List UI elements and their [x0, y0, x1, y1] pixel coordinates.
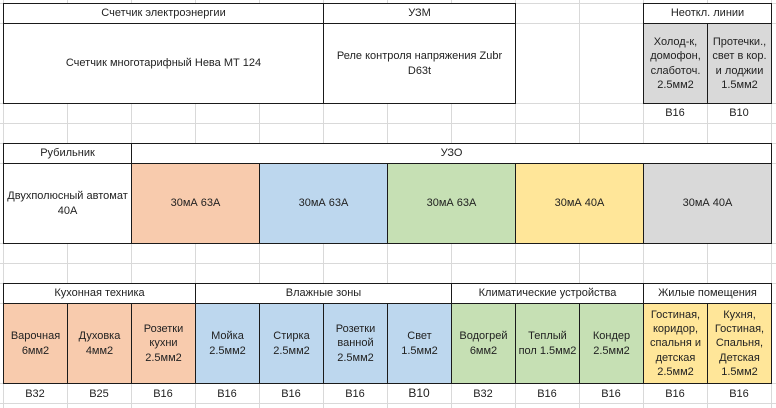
breaker-living-sockets[interactable]: B16: [665, 387, 685, 400]
breaker-washer[interactable]: B16: [281, 387, 301, 400]
breaker-water-heater[interactable]: B32: [473, 387, 493, 400]
breaker-bathroom-sockets[interactable]: B16: [345, 387, 365, 400]
switch-header[interactable]: Рубильник: [3, 143, 132, 164]
breaker-dishwasher[interactable]: B16: [217, 387, 237, 400]
circuit-air-conditioner[interactable]: Кондер 2.5мм2: [579, 303, 644, 384]
circuit-living-light[interactable]: Кухня, Гостиная, Спальня, Детская 1.5мм2: [707, 303, 772, 384]
rcd-header[interactable]: УЗО: [131, 143, 772, 164]
unswitched-breaker-1[interactable]: B16: [665, 106, 685, 119]
group-header-living[interactable]: Жилые помещения: [643, 283, 772, 304]
rcd-living[interactable]: 30мА 40А: [515, 163, 644, 244]
meter-value[interactable]: Счетчик многотарифный Нева МТ 124: [3, 23, 324, 104]
unswitched-breaker-2[interactable]: B10: [729, 106, 749, 119]
circuit-water-heater[interactable]: Водогрей 6мм2: [451, 303, 516, 384]
circuit-bathroom-light[interactable]: Свет 1.5мм2: [387, 303, 452, 384]
breaker-kitchen-sockets[interactable]: B16: [153, 387, 173, 400]
rcd-unswitched[interactable]: 30мА 40А: [643, 163, 772, 244]
group-header-kitchen[interactable]: Кухонная техника: [3, 283, 196, 304]
breaker-floor-heating[interactable]: B16: [537, 387, 557, 400]
breaker-living-light[interactable]: B16: [729, 387, 749, 400]
breaker-oven[interactable]: B25: [89, 387, 109, 400]
circuit-living-sockets[interactable]: Гостиная, коридор, спальня и детская 2.5…: [643, 303, 708, 384]
circuit-dishwasher[interactable]: Мойка 2.5мм2: [195, 303, 260, 384]
circuit-cooktop[interactable]: Варочная 6мм2: [3, 303, 68, 384]
rcd-wet-zones[interactable]: 30мА 63А: [259, 163, 388, 244]
group-header-climate[interactable]: Климатические устройства: [451, 283, 644, 304]
circuit-floor-heating[interactable]: Теплый пол 1.5мм2: [515, 303, 580, 384]
circuit-bathroom-sockets[interactable]: Розетки ванной 2.5мм2: [323, 303, 388, 384]
breaker-cooktop[interactable]: B32: [25, 387, 45, 400]
group-header-wet-zones[interactable]: Влажные зоны: [195, 283, 452, 304]
circuit-oven[interactable]: Духовка 4мм2: [67, 303, 132, 384]
circuit-kitchen-sockets[interactable]: Розетки кухни 2.5мм2: [131, 303, 196, 384]
breaker-air-conditioner[interactable]: B16: [601, 387, 621, 400]
switch-value[interactable]: Двухполюсный автомат 40А: [3, 163, 132, 244]
uzm-header[interactable]: УЗМ: [323, 3, 516, 24]
rcd-climate[interactable]: 30мА 63А: [387, 163, 516, 244]
unswitched-header[interactable]: Неоткл. линии: [643, 3, 772, 24]
breaker-bathroom-light[interactable]: B10: [408, 386, 430, 401]
rcd-kitchen[interactable]: 30мА 63А: [131, 163, 260, 244]
circuit-washer[interactable]: Стирка 2.5мм2: [259, 303, 324, 384]
uzm-value[interactable]: Реле контроля напряжения Zubr D63t: [323, 23, 516, 104]
unswitched-line-2[interactable]: Протечки., свет в кор. и лоджии 1.5мм2: [707, 23, 772, 104]
unswitched-line-1[interactable]: Холод-к, домофон, слаботоч. 2.5мм2: [643, 23, 708, 104]
meter-header[interactable]: Счетчик электроэнергии: [3, 3, 324, 24]
